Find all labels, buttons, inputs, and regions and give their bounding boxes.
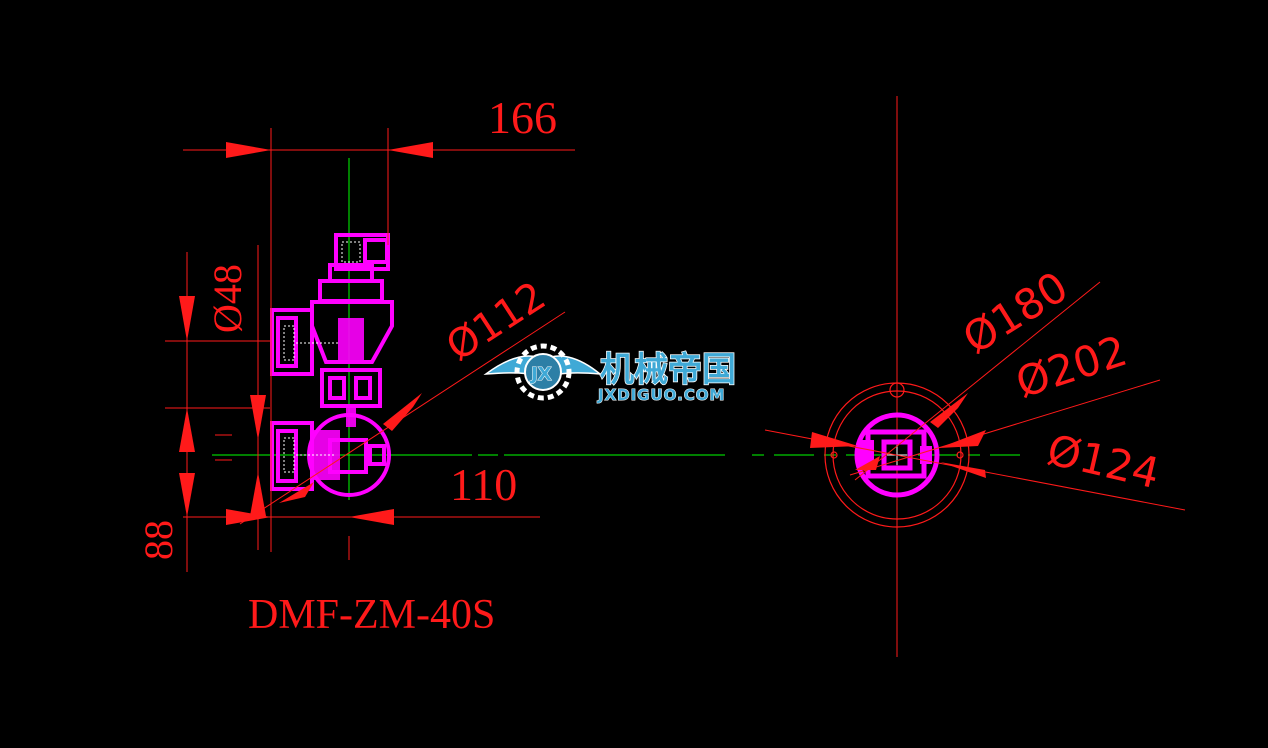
watermark-brand-cn: 机械帝国 bbox=[600, 350, 736, 390]
end-view: Ø180 Ø202 Ø124 bbox=[764, 96, 1186, 657]
dimension-48: Ø48 bbox=[179, 252, 250, 410]
dimension-88: 88 bbox=[136, 395, 266, 572]
gear-wing-logo-icon: JX bbox=[483, 343, 603, 401]
dimension-166: 166 bbox=[183, 92, 575, 158]
dimension-label-124: Ø124 bbox=[1043, 425, 1164, 498]
dimension-label-166: 166 bbox=[488, 92, 557, 143]
model-label: DMF-ZM-40S bbox=[248, 592, 495, 638]
dimension-label-88: 88 bbox=[136, 520, 181, 560]
valve-body-detail bbox=[283, 241, 361, 473]
dimension-110: 110 bbox=[226, 459, 517, 525]
flange-circles bbox=[824, 382, 970, 528]
dimension-label-202: Ø202 bbox=[1010, 326, 1133, 408]
logo-text: JX bbox=[529, 364, 552, 385]
dimension-label-110: 110 bbox=[450, 459, 517, 510]
dimension-label-48: Ø48 bbox=[205, 264, 250, 333]
watermark-brand-en: JXDIGUO.COM bbox=[597, 386, 725, 404]
watermark: JX 机械帝国 JXDIGUO.COM bbox=[483, 343, 737, 405]
